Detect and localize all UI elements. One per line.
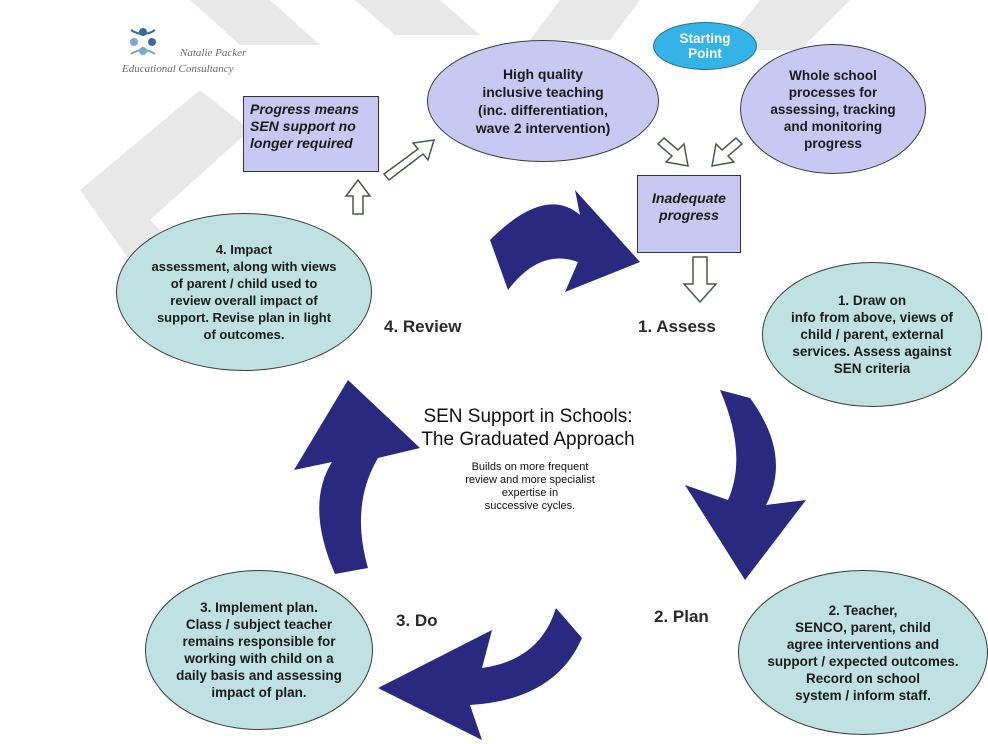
assess-description-ellipse: 1. Draw on info from above, views of chi… <box>762 262 982 407</box>
hollow-arrow-school-down <box>711 136 744 167</box>
stage-label-do: 3. Do <box>396 611 438 630</box>
logo-mark <box>130 28 156 55</box>
watermark-bar-3 <box>530 0 640 40</box>
whole-school-processes-ellipse: Whole school processes for assessing, tr… <box>740 44 926 174</box>
starting-point-bubble: Starting Point <box>653 22 757 70</box>
hollow-arrow-assess-down <box>682 256 718 304</box>
center-title: SEN Support in Schools: The Graduated Ap… <box>421 406 635 450</box>
stage-label-assess: 1. Assess <box>638 317 716 336</box>
cycle-arrow-do-to-review <box>294 380 420 574</box>
stage-label-plan: 2. Plan <box>654 607 709 626</box>
review-description-ellipse: 4. Impact assessment, along with views o… <box>116 213 372 371</box>
watermark-bar-1 <box>190 0 320 45</box>
logo-line-1: Natalie Packer <box>180 47 247 59</box>
cycle-arrow-plan-to-do <box>378 608 582 740</box>
plan-description-ellipse: 2. Teacher, SENCO, parent, child agree i… <box>738 570 988 735</box>
logo-line-2: Educational Consultancy <box>122 63 234 75</box>
center-subtitle: Builds on more frequent review and more … <box>465 461 595 512</box>
hollow-arrow-teaching-down <box>656 136 689 167</box>
inadequate-progress-note: Inadequate progress <box>637 175 741 253</box>
cycle-arrow-assess-to-plan <box>685 390 806 580</box>
do-description-ellipse: 3. Implement plan. Class / subject teach… <box>145 570 373 730</box>
progress-means-note: Progress means SEN support no longer req… <box>243 96 379 172</box>
watermark-bar-2 <box>355 0 480 35</box>
high-quality-teaching-ellipse: High quality inclusive teaching (inc. di… <box>427 40 659 162</box>
hollow-arrow-review-up <box>344 178 372 215</box>
stage-label-review: 4. Review <box>384 317 462 336</box>
cycle-arrow-review-to-assess <box>490 190 640 292</box>
hollow-arrow-to-teaching <box>382 139 436 182</box>
